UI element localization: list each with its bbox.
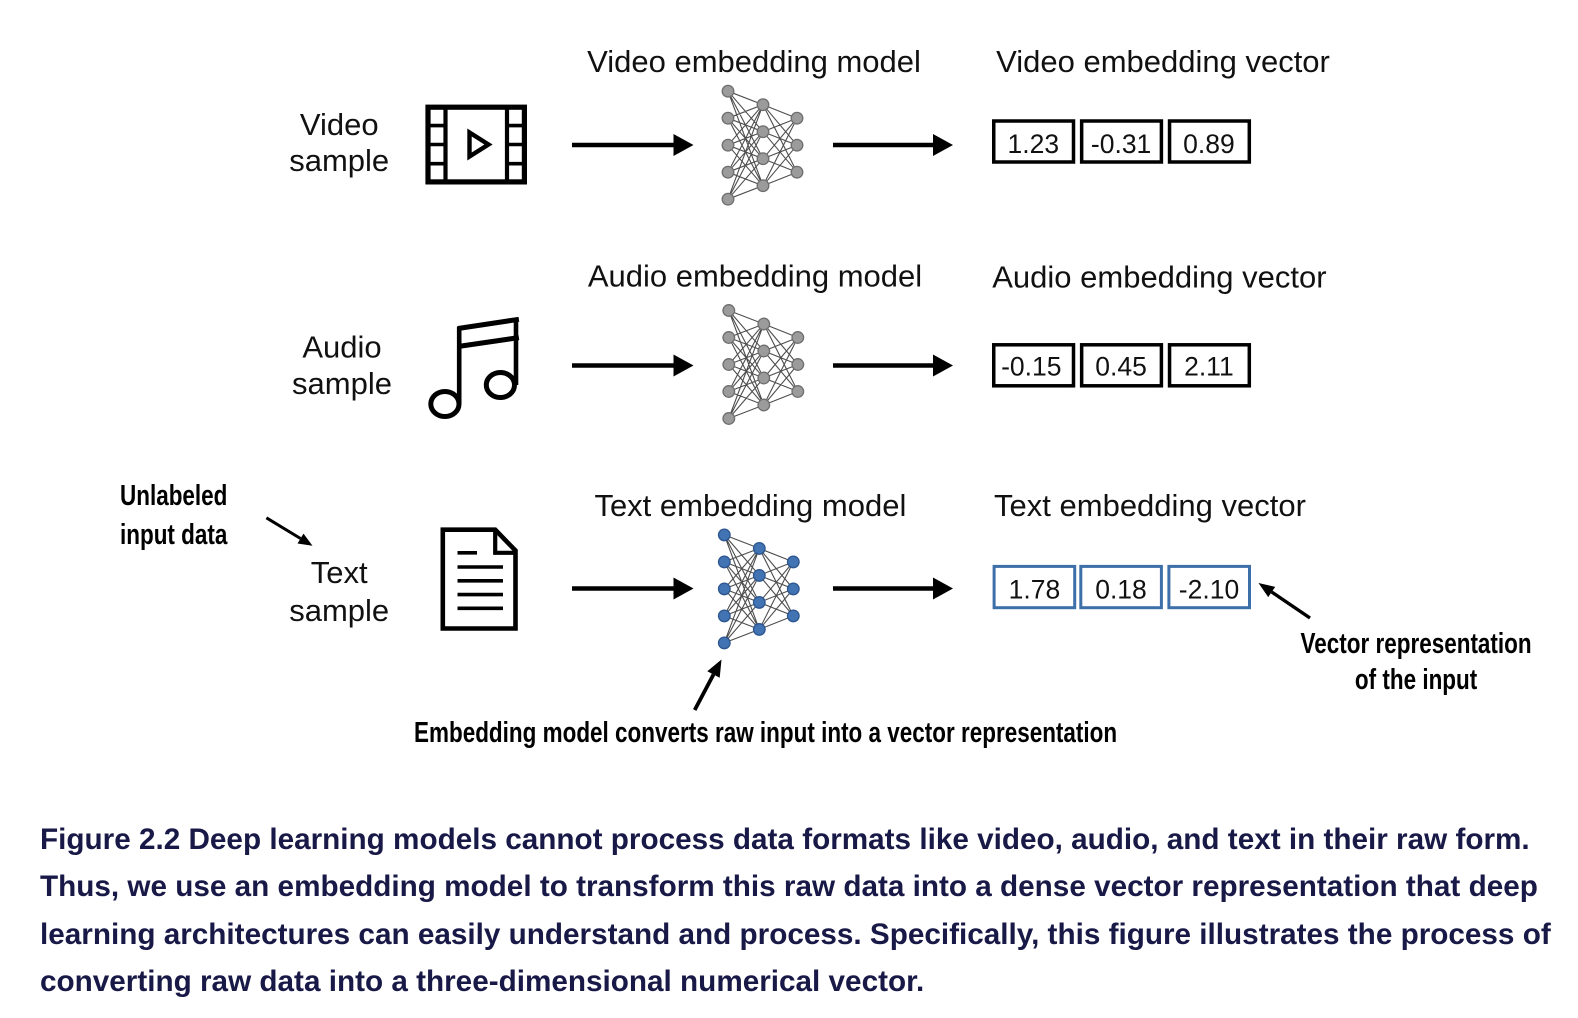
svg-text:0.45: 0.45 [1095, 352, 1147, 382]
svg-text:Video: Video [300, 107, 379, 142]
svg-text:Video embedding vector: Video embedding vector [996, 44, 1330, 79]
svg-text:Video embedding model: Video embedding model [587, 44, 921, 79]
svg-text:0.18: 0.18 [1095, 575, 1147, 605]
svg-text:Text: Text [311, 555, 368, 590]
svg-text:sample: sample [289, 593, 389, 628]
svg-text:sample: sample [292, 366, 392, 401]
svg-text:Audio: Audio [302, 329, 381, 364]
svg-text:2.11: 2.11 [1184, 352, 1234, 382]
svg-text:1.23: 1.23 [1008, 129, 1060, 159]
svg-text:Audio embedding vector: Audio embedding vector [992, 260, 1326, 295]
svg-text:-2.10: -2.10 [1179, 575, 1239, 605]
svg-text:-0.15: -0.15 [1001, 352, 1061, 382]
svg-text:0.89: 0.89 [1183, 129, 1235, 159]
svg-text:Audio embedding model: Audio embedding model [588, 259, 922, 294]
svg-text:sample: sample [289, 143, 389, 178]
svg-text:-0.31: -0.31 [1091, 129, 1151, 159]
svg-text:Text embedding vector: Text embedding vector [994, 488, 1306, 523]
svg-text:1.78: 1.78 [1009, 575, 1061, 605]
svg-text:Text embedding model: Text embedding model [594, 488, 906, 523]
